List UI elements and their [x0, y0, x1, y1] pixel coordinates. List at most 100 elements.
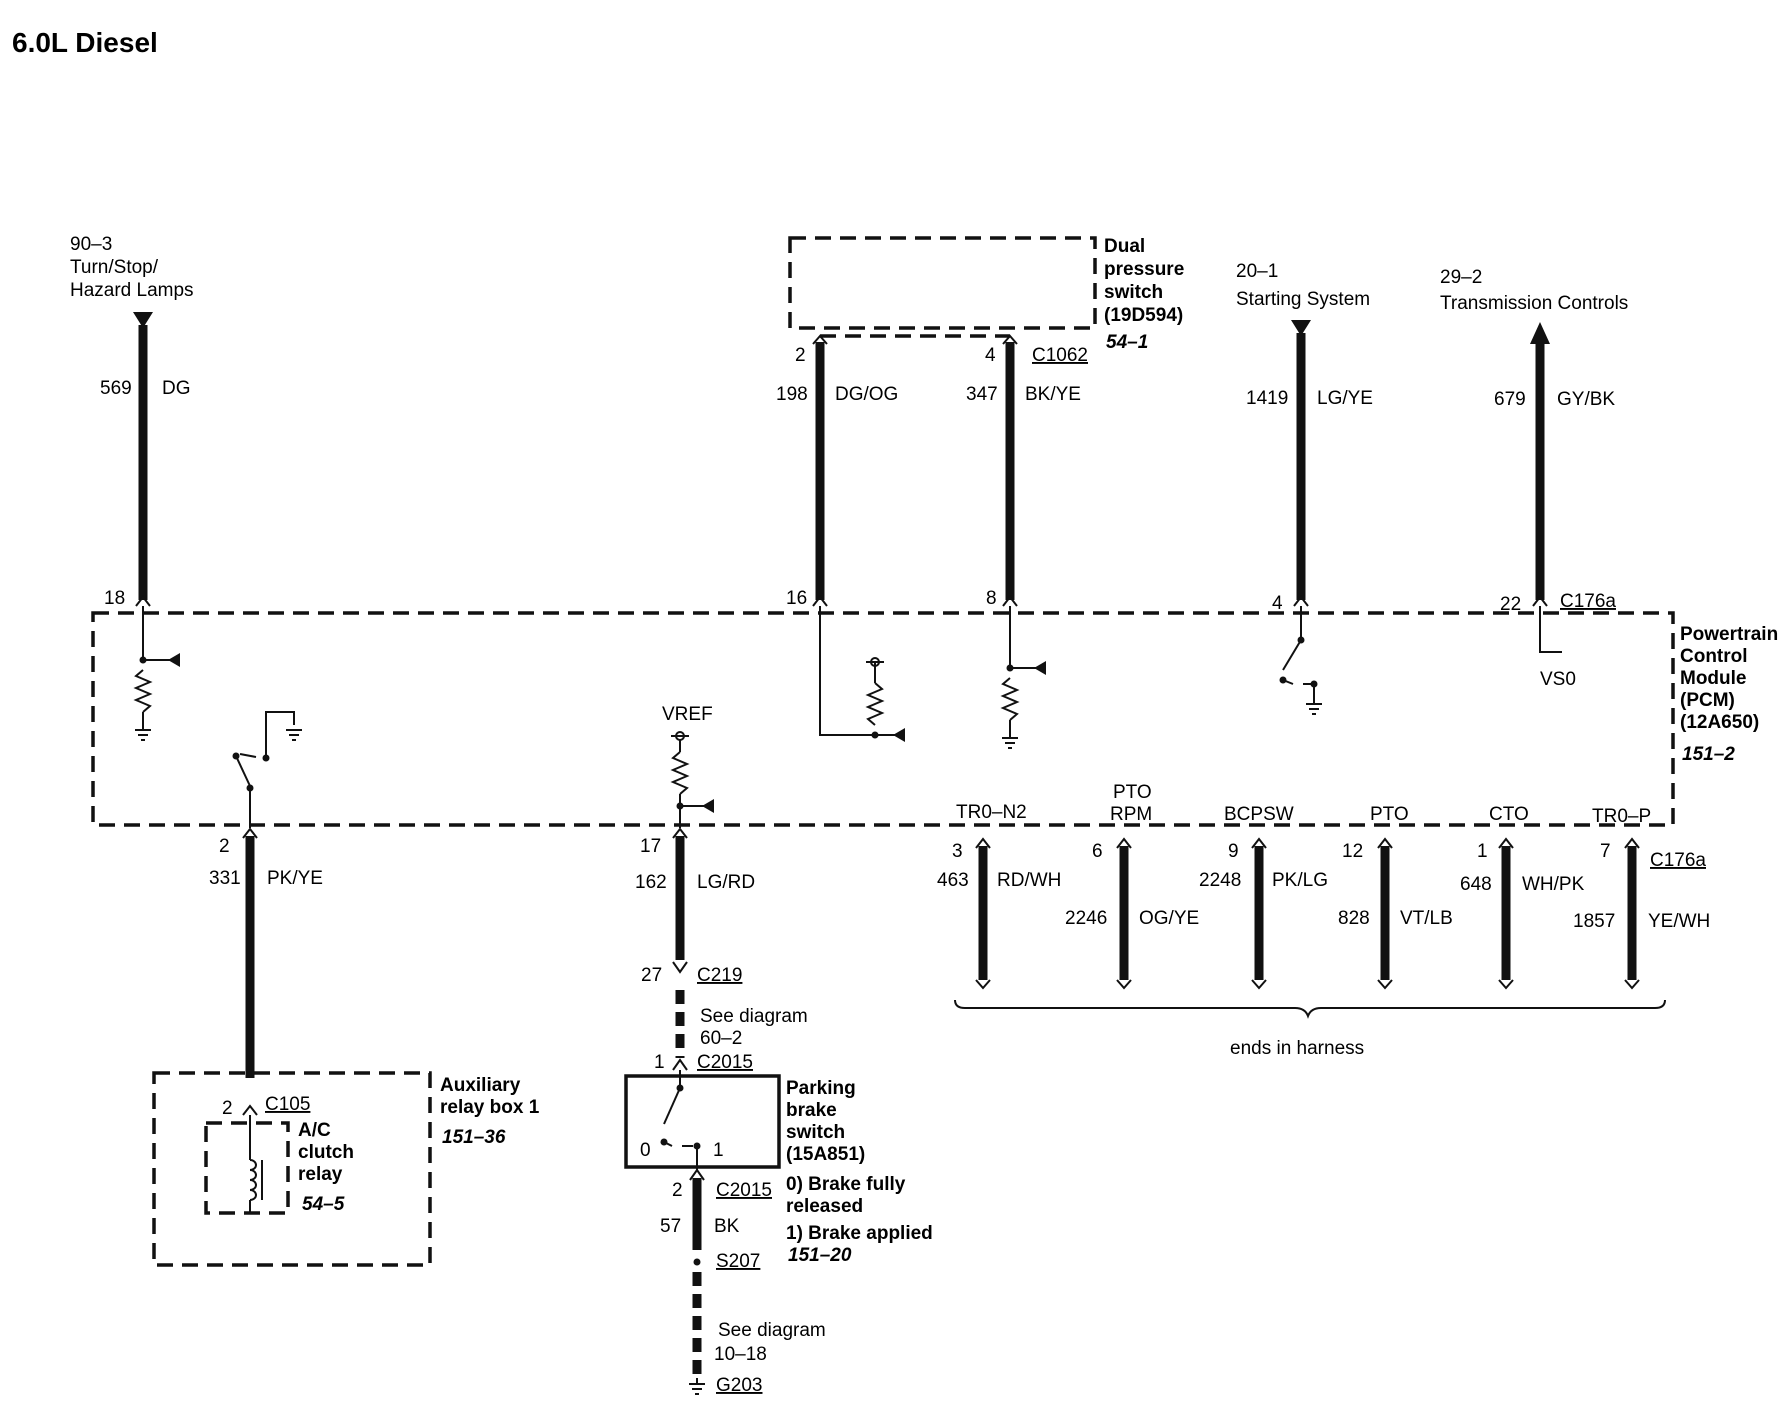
svg-text:TR0–P: TR0–P	[1592, 806, 1651, 827]
ac-clutch-relay-box	[204, 1121, 290, 1215]
wire-198-color: DG/OG	[835, 384, 898, 405]
svg-text:Control: Control	[1680, 646, 1748, 667]
svg-text:151–20: 151–20	[788, 1245, 852, 1266]
svg-text:10–18: 10–18	[714, 1344, 767, 1365]
c105-connector: C105	[265, 1094, 310, 1115]
resistor-icon	[865, 682, 885, 726]
svg-text:CTO: CTO	[1489, 804, 1529, 825]
bottom-wire-2248: BCPSW 9 2248 PK/LG	[1199, 804, 1328, 990]
svg-text:6: 6	[1092, 841, 1103, 862]
bottom-wire-828: PTO 12 828 VT/LB	[1338, 804, 1453, 990]
harness-note: ends in harness	[1230, 1038, 1364, 1059]
svg-text:(15A851): (15A851)	[786, 1144, 865, 1165]
c1062-connector: C1062	[1032, 345, 1088, 366]
aux-relay-box-label: Auxiliary relay box 1 151–36	[440, 1075, 540, 1148]
pcm-box	[91, 611, 1675, 827]
svg-text:Module: Module	[1680, 668, 1747, 689]
svg-text:relay box 1: relay box 1	[440, 1097, 540, 1118]
wire-331-color: PK/YE	[267, 868, 323, 889]
parking-brake-states: 0) Brake fully released 1) Brake applied…	[786, 1174, 933, 1266]
bottom-wire-648: CTO 1 648 WH/PK	[1460, 804, 1585, 990]
svg-text:PK/LG: PK/LG	[1272, 870, 1328, 891]
svg-text:27: 27	[641, 965, 662, 986]
ground-icon	[689, 1383, 705, 1395]
svg-text:Powertrain: Powertrain	[1680, 624, 1778, 645]
svg-text:16: 16	[786, 588, 807, 609]
parking-brake-switch-label: Parking brake switch (15A851)	[786, 1078, 865, 1165]
svg-text:(12A650): (12A650)	[1680, 712, 1759, 733]
svg-text:1857: 1857	[1573, 911, 1615, 932]
svg-text:brake: brake	[786, 1100, 837, 1121]
svg-text:4: 4	[985, 345, 996, 366]
splice-icon	[693, 1258, 701, 1266]
wire-1419-circuit: 1419	[1246, 388, 1288, 409]
page-title: 6.0L Diesel	[12, 27, 158, 58]
svg-text:90–3: 90–3	[70, 234, 112, 255]
svg-text:OG/YE: OG/YE	[1139, 908, 1199, 929]
svg-text:2: 2	[795, 345, 806, 366]
ground-icon	[286, 729, 302, 741]
wire-347-circuit: 347	[966, 384, 998, 405]
resistor-icon	[1000, 677, 1020, 721]
ground-icon	[1002, 737, 1018, 749]
pin-18-connector-icon	[135, 595, 151, 607]
svg-text:463: 463	[937, 870, 969, 891]
svg-text:TR0–N2: TR0–N2	[956, 802, 1027, 823]
starting-system-ref: 20–1 Starting System	[1236, 261, 1370, 310]
svg-text:Turn/Stop/: Turn/Stop/	[70, 257, 159, 278]
svg-text:released: released	[786, 1196, 863, 1217]
wire-331-circuit: 331	[209, 868, 241, 889]
svg-text:Hazard Lamps: Hazard Lamps	[70, 280, 194, 301]
starting-arrow-icon	[1291, 320, 1311, 336]
svg-text:29–2: 29–2	[1440, 267, 1482, 288]
svg-text:PTO: PTO	[1370, 804, 1409, 825]
svg-text:Starting System: Starting System	[1236, 289, 1370, 310]
svg-text:switch: switch	[786, 1122, 845, 1143]
relay-coil-icon	[249, 1159, 257, 1201]
wire-679-circuit: 679	[1494, 389, 1526, 410]
dual-pressure-switch-label: Dual pressure switch (19D594) 54–1	[1104, 236, 1184, 353]
wire-162-circuit: 162	[635, 872, 667, 893]
svg-text:1: 1	[1477, 841, 1488, 862]
harness-brace	[954, 999, 1666, 1019]
svg-text:17: 17	[640, 836, 661, 857]
wire-569-circuit: 569	[100, 378, 132, 399]
svg-text:151–36: 151–36	[442, 1127, 506, 1148]
svg-text:Transmission Controls: Transmission Controls	[1440, 293, 1628, 314]
vref-label: VREF	[662, 704, 713, 725]
svg-text:Parking: Parking	[786, 1078, 856, 1099]
svg-text:pressure: pressure	[1104, 259, 1184, 280]
switch-icon	[235, 755, 251, 787]
ground-icon	[135, 729, 151, 741]
svg-text:1) Brake applied: 1) Brake applied	[786, 1223, 933, 1244]
svg-text:See diagram: See diagram	[718, 1320, 826, 1341]
vso-label: VS0	[1540, 669, 1576, 690]
svg-text:switch: switch	[1104, 282, 1163, 303]
aux-relay-box	[152, 1071, 432, 1267]
transmission-controls-ref: 29–2 Transmission Controls	[1440, 267, 1628, 314]
wire-569-pin: 18	[104, 588, 125, 609]
wire-1419-color: LG/YE	[1317, 388, 1373, 409]
svg-text:9: 9	[1228, 841, 1239, 862]
pcm-connector-top: C176a	[1560, 591, 1616, 612]
svg-text:PTO: PTO	[1113, 782, 1152, 803]
wire-57-color: BK	[714, 1216, 740, 1237]
svg-text:12: 12	[1342, 841, 1363, 862]
svg-text:1: 1	[654, 1052, 665, 1073]
resistor-icon	[133, 669, 153, 713]
svg-text:20–1: 20–1	[1236, 261, 1278, 282]
svg-text:22: 22	[1500, 594, 1521, 615]
switch-pos-1: 1	[713, 1140, 724, 1161]
svg-text:YE/WH: YE/WH	[1648, 911, 1710, 932]
resistor-icon	[670, 751, 690, 795]
s207-splice: S207	[716, 1251, 760, 1272]
wire-569-color: DG	[162, 378, 191, 399]
turn-stop-arrow-icon	[133, 312, 153, 328]
transmission-arrow-icon	[1530, 322, 1550, 344]
dual-pressure-switch-box	[788, 236, 1097, 330]
svg-text:BCPSW: BCPSW	[1224, 804, 1294, 825]
svg-text:2: 2	[219, 836, 230, 857]
svg-text:WH/PK: WH/PK	[1522, 874, 1585, 895]
turn-stop-ref: 90–3 Turn/Stop/ Hazard Lamps	[70, 234, 194, 301]
